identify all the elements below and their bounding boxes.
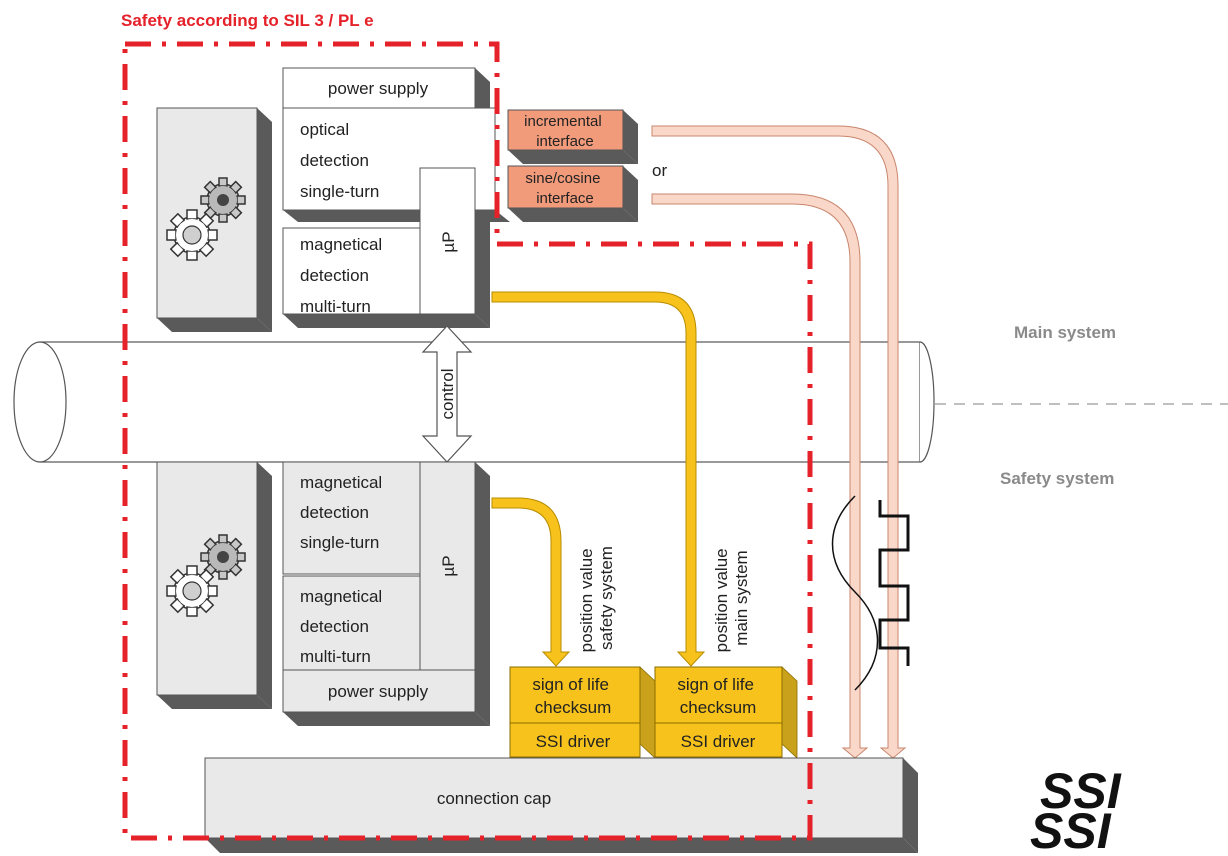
interface-boxes [507, 109, 638, 222]
right-module-label: sign of life checksum [677, 675, 758, 717]
safety-title: Safety according to SIL 3 / PL e [121, 11, 374, 30]
or-label: or [652, 161, 667, 180]
lower-gear-icon [166, 534, 246, 617]
control-label: control [438, 368, 457, 419]
lower-magnetic-single-label: magnetical detection single-turn [300, 473, 387, 552]
ssi-logo: SSI [1040, 763, 1122, 819]
ssi-logo-second: SSI [1030, 803, 1112, 856]
right-ssi-driver-label: SSI driver [681, 732, 756, 751]
lower-power-supply-label: power supply [328, 682, 429, 701]
shaft [13, 341, 935, 463]
main-system-label: Main system [1014, 323, 1116, 342]
upper-power-supply-label: power supply [328, 79, 429, 98]
position-value-safety-label: position value safety system [577, 544, 616, 653]
left-ssi-driver-label: SSI driver [536, 732, 611, 751]
incremental-interface-label: incremental interface [524, 113, 606, 150]
optical-detection-label: optical detection single-turn [300, 120, 379, 201]
safety-system-label: Safety system [1000, 469, 1114, 488]
connection-cap-label: connection cap [437, 789, 551, 808]
lower-magnetic-multi-label: magnetical detection multi-turn [300, 587, 387, 666]
lower-electronics [282, 461, 490, 726]
signal-waveforms [831, 495, 910, 691]
upper-electronics [282, 67, 510, 328]
upper-magnetic-detection-label: magnetical detection multi-turn [300, 235, 387, 316]
ssi-modules [509, 666, 798, 759]
left-module-label: sign of life checksum [532, 675, 613, 717]
sincos-interface-label: sine/cosine interface [525, 170, 604, 207]
upper-mcu-label: µP [439, 231, 458, 252]
position-value-main-label: position value main system [712, 544, 751, 653]
safety-boundary [122, 41, 813, 841]
position-signal-arrows [491, 291, 706, 667]
upper-gear-icon [166, 177, 246, 261]
connection-cap [204, 757, 918, 853]
lower-mcu-label: µP [439, 555, 458, 576]
